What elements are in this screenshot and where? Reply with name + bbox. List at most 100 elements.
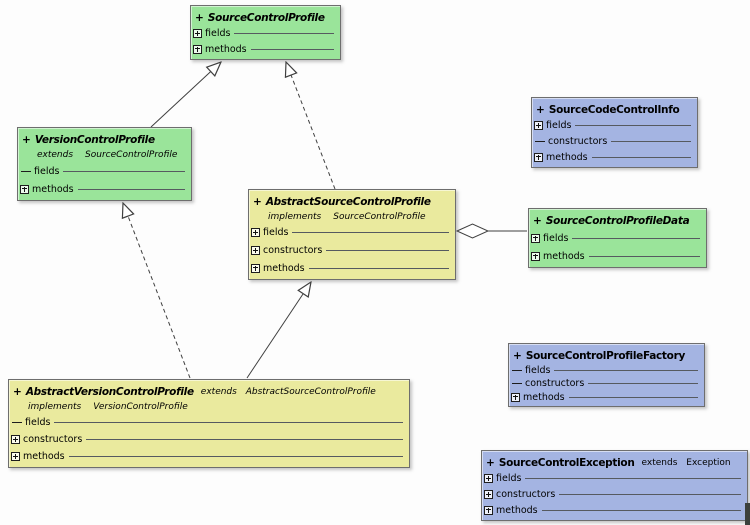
section-label: constructors <box>23 434 83 445</box>
expand-icon[interactable] <box>193 29 202 39</box>
section-methods[interactable]: methods <box>18 180 191 198</box>
visibility-modifier: + <box>253 195 262 208</box>
generalization-versioncontrolprofile-to-sourcecontrolprofile[interactable] <box>150 62 221 128</box>
section-rule <box>591 156 691 158</box>
visibility-modifier: + <box>195 11 204 24</box>
extends-target: Exception <box>686 457 731 468</box>
section-constructors[interactable]: constructors <box>532 134 697 150</box>
section-rule <box>611 141 691 142</box>
class-box-abstractversioncontrolprofile[interactable]: + AbstractVersionControlProfile extends … <box>8 379 410 468</box>
visibility-modifier: + <box>486 456 495 469</box>
section-constructors[interactable]: constructors <box>9 431 409 448</box>
expand-icon[interactable] <box>251 228 260 238</box>
class-box-sourcecontrolprofilefactory[interactable]: + SourceControlProfileFactory fields con… <box>508 343 705 407</box>
section-fields[interactable]: fields <box>18 162 191 180</box>
extends-target: SourceControlProfile <box>85 150 178 160</box>
extends-keyword: extends <box>641 457 678 468</box>
section-fields[interactable]: fields <box>532 118 697 134</box>
section-rule <box>572 237 700 239</box>
section-methods[interactable]: methods <box>529 247 706 265</box>
section-constructors[interactable]: constructors <box>249 242 455 260</box>
visibility-modifier: + <box>536 103 545 116</box>
section-label: methods <box>546 151 588 163</box>
extends-clause: extends SourceControlProfile <box>18 148 191 162</box>
expand-icon[interactable] <box>251 263 260 273</box>
class-name: SourceControlProfileFactory <box>525 349 685 362</box>
section-rule <box>234 33 334 35</box>
implements-clause: implements VersionControlProfile <box>9 400 409 414</box>
section-rule <box>292 232 449 234</box>
expand-icon[interactable] <box>534 121 543 131</box>
expand-icon[interactable] <box>534 152 543 162</box>
section-label: fields <box>546 120 572 132</box>
section-rule <box>541 509 741 511</box>
extends-keyword: extends <box>200 386 237 397</box>
implements-target: SourceControlProfile <box>333 212 426 222</box>
empty-section-dash-icon <box>12 422 22 423</box>
class-box-abstractsourcecontrolprofile[interactable]: + AbstractSourceControlProfile implement… <box>248 189 456 280</box>
section-label: fields <box>543 232 569 244</box>
class-box-sourcecontrolexception[interactable]: + SourceControlException extends Excepti… <box>481 450 748 521</box>
class-title: + AbstractSourceControlProfile <box>249 191 455 210</box>
class-box-sourcecodecontrolinfo[interactable]: + SourceCodeControlInfo fields construct… <box>531 97 698 168</box>
expand-icon[interactable] <box>484 474 493 484</box>
window-resize-corner <box>745 503 750 525</box>
realization-abstractversioncontrolprofile-to-versioncontrolprofile[interactable] <box>123 203 191 379</box>
section-methods[interactable]: methods <box>509 391 704 404</box>
extends-target: AbstractSourceControlProfile <box>245 386 376 397</box>
expand-icon[interactable] <box>11 452 20 461</box>
section-rule <box>554 370 698 372</box>
section-rule <box>250 48 334 50</box>
class-box-sourcecontrolprofile[interactable]: + SourceControlProfile fields methods <box>190 5 341 60</box>
expand-icon[interactable] <box>20 184 29 194</box>
extends-clause: extends AbstractSourceControlProfile <box>201 387 376 397</box>
aggregation-diamond-icon <box>455 223 490 239</box>
section-fields[interactable]: fields <box>191 26 340 42</box>
section-rule <box>68 456 403 457</box>
expand-icon[interactable] <box>484 490 493 499</box>
section-label: constructors <box>263 245 323 256</box>
section-fields[interactable]: fields <box>9 414 409 431</box>
section-label: fields <box>496 473 522 485</box>
class-box-sourcecontrolprofiledata[interactable]: + SourceControlProfileData fields method… <box>528 208 707 268</box>
section-label: fields <box>525 365 551 377</box>
generalization-abstractversioncontrolprofile-to-abstractsourcecontrolprofile[interactable] <box>246 282 311 379</box>
visibility-modifier: + <box>533 214 542 227</box>
section-label: constructors <box>496 489 556 500</box>
realization-abstractsourcecontrolprofile-to-sourcecontrolprofile[interactable] <box>286 62 336 190</box>
expand-icon[interactable] <box>531 233 540 243</box>
section-fields[interactable]: fields <box>249 224 455 242</box>
expand-icon[interactable] <box>511 392 520 402</box>
section-rule <box>525 478 741 480</box>
class-title: + SourceControlException extends Excepti… <box>482 452 747 471</box>
expand-icon[interactable] <box>531 251 540 261</box>
expand-icon[interactable] <box>193 44 202 54</box>
expand-icon[interactable] <box>484 505 493 515</box>
class-box-versioncontrolprofile[interactable]: + VersionControlProfile extends SourceCo… <box>17 127 192 201</box>
section-methods[interactable]: methods <box>9 448 409 465</box>
section-label: constructors <box>525 378 585 390</box>
section-methods[interactable]: methods <box>249 259 455 277</box>
section-rule <box>559 494 741 495</box>
section-constructors[interactable]: constructors <box>482 487 747 503</box>
expand-icon[interactable] <box>251 246 260 255</box>
section-methods[interactable]: methods <box>191 42 340 58</box>
visibility-modifier: + <box>13 385 22 398</box>
section-fields[interactable]: fields <box>529 229 706 247</box>
section-label: fields <box>205 28 231 40</box>
section-label: methods <box>205 43 247 55</box>
empty-section-dash-icon <box>535 141 545 142</box>
section-methods[interactable]: methods <box>532 149 697 165</box>
section-label: methods <box>523 391 565 403</box>
class-title: + SourceCodeControlInfo <box>532 99 697 118</box>
section-methods[interactable]: methods <box>482 502 747 518</box>
section-fields[interactable]: fields <box>482 471 747 487</box>
implements-keyword: implements <box>268 212 322 222</box>
section-fields[interactable]: fields <box>509 364 704 377</box>
expand-icon[interactable] <box>11 435 20 444</box>
section-constructors[interactable]: constructors <box>509 377 704 390</box>
class-title: + SourceControlProfileData <box>529 210 706 229</box>
visibility-modifier: + <box>22 133 31 146</box>
